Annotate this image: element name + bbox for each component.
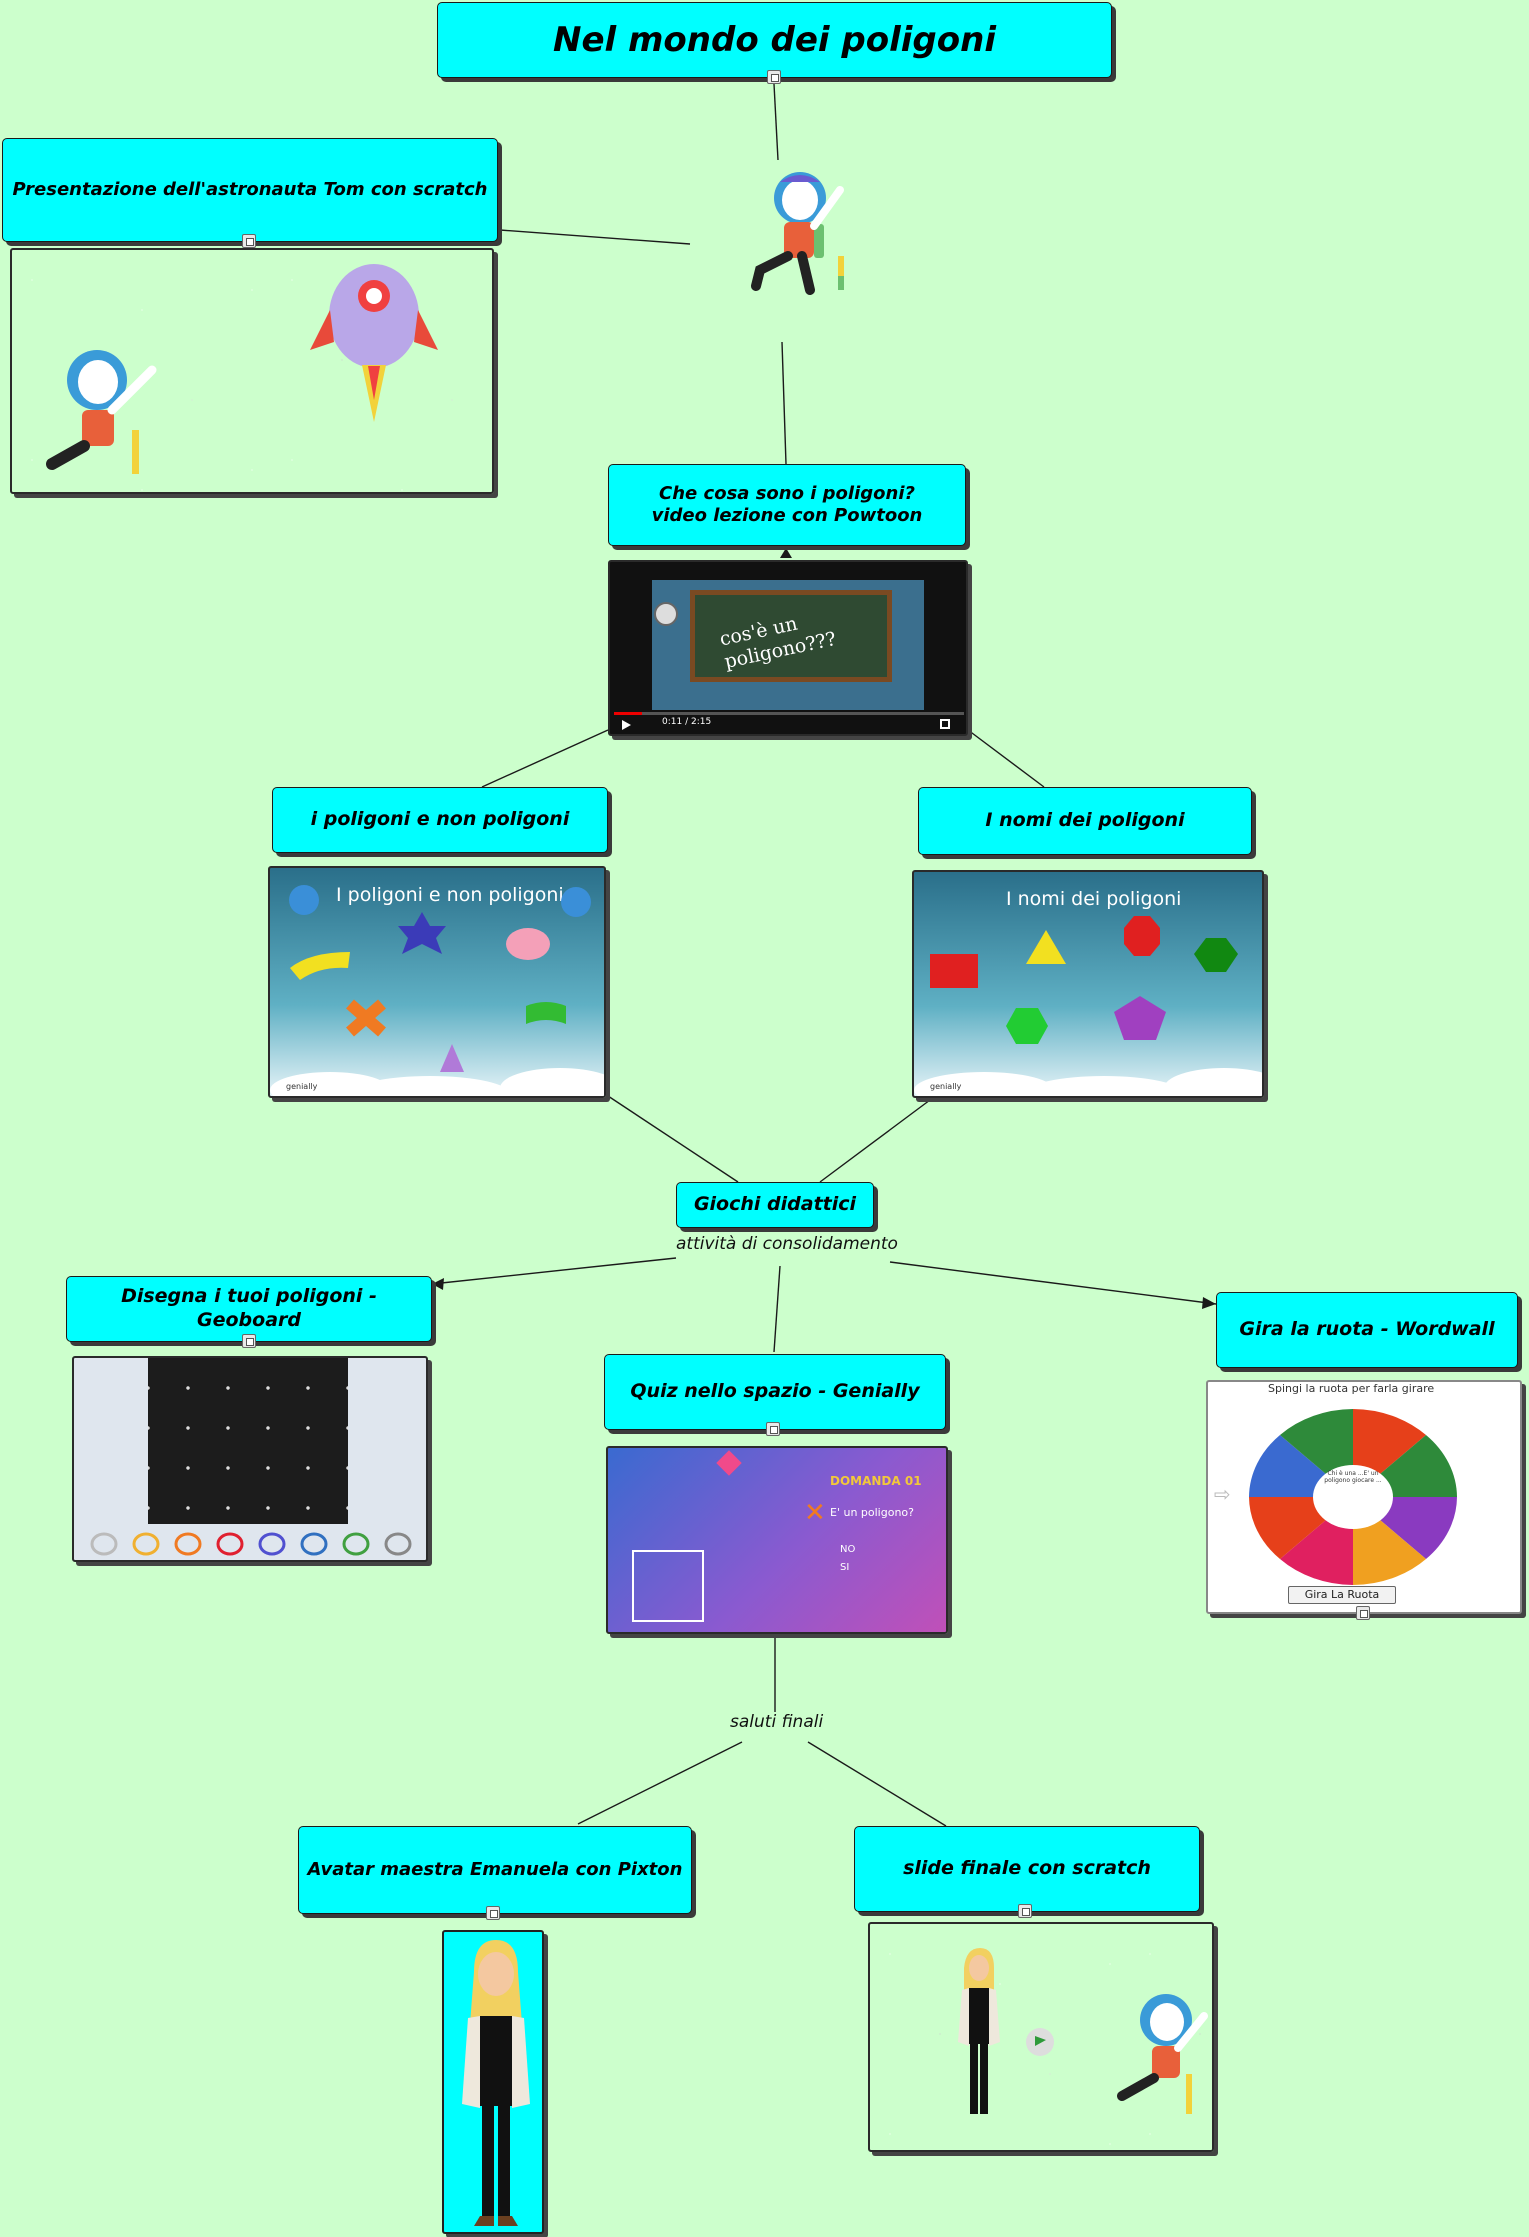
rubber-bands	[90, 1532, 412, 1556]
attachment-icon[interactable]	[242, 1334, 256, 1348]
link-title-astronaut	[773, 83, 779, 161]
video-time: 0:11 / 2:15	[662, 717, 712, 727]
teacher-avatar	[462, 1940, 530, 2226]
geoboard-pegboard	[148, 1358, 348, 1524]
node-geoboard[interactable]: Disegna i tuoi poligoni - Geoboard	[66, 1276, 432, 1342]
chalkboard: cos'è un poligono???	[690, 590, 892, 682]
final-slide-scene	[958, 1948, 1208, 2114]
genially-brand: genially	[930, 1082, 962, 1091]
diamond-icon	[716, 1450, 742, 1476]
genially-title: I nomi dei poligoni	[1006, 888, 1182, 910]
attachment-icon[interactable]	[766, 1422, 780, 1436]
wordwall-wheel-thumbnail[interactable]: Spingi la ruota per farla girare Chi è u…	[1206, 1380, 1522, 1614]
link-label-saluti: saluti finali	[726, 1712, 828, 1732]
node-quiz[interactable]: Quiz nello spazio - Genially	[604, 1354, 946, 1430]
astronaut-tom-image	[751, 172, 844, 295]
node-ruota[interactable]: Gira la ruota - Wordwall	[1216, 1292, 1518, 1368]
wheel-header: Spingi la ruota per farla girare	[1268, 1382, 1435, 1395]
link-giochi-ruota	[889, 1261, 1217, 1305]
link-astronaut-checosa	[781, 341, 787, 465]
node-nomi-poligoni[interactable]: I nomi dei poligoni	[918, 787, 1252, 855]
link-presentazione-astronaut	[499, 229, 691, 245]
quiz-option-si[interactable]: SI	[840, 1562, 850, 1573]
link-video-poligoni	[481, 729, 609, 788]
link-poligoni-giochi	[604, 1093, 739, 1183]
attachment-icon[interactable]	[1018, 1904, 1032, 1918]
chalkboard-frame: cos'è un poligono???	[652, 580, 924, 710]
fullscreen-icon[interactable]	[940, 719, 950, 729]
node-che-cosa-sono[interactable]: Che cosa sono i poligoni? video lezione …	[608, 464, 966, 546]
play-icon[interactable]	[622, 720, 631, 730]
spin-wheel-button[interactable]: Gira La Ruota	[1288, 1586, 1396, 1604]
node-presentazione[interactable]: Presentazione dell'astronauta Tom con sc…	[2, 138, 498, 242]
link-giochi-geoboard	[431, 1257, 677, 1285]
link-saluti-avatar	[577, 1741, 743, 1825]
node-avatar[interactable]: Avatar maestra Emanuela con Pixton	[298, 1826, 692, 1914]
scratch-presentation-thumbnail[interactable]	[10, 248, 494, 494]
arrowhead-checosa	[780, 548, 792, 558]
geoboard-thumbnail[interactable]	[72, 1356, 428, 1562]
node-slide-finale[interactable]: slide finale con scratch	[854, 1826, 1200, 1912]
map-title[interactable]: Nel mondo dei poligoni	[437, 2, 1112, 78]
genially-nomi-thumbnail[interactable]: I nomi dei poligoni genially	[912, 870, 1264, 1098]
quiz-option-no[interactable]: NO	[840, 1544, 856, 1555]
genially-title: I poligoni e non poligoni	[336, 884, 564, 906]
pixton-avatar-thumbnail[interactable]	[442, 1930, 544, 2234]
quiz-question: E' un poligono?	[830, 1506, 914, 1519]
node-poligoni-e-non[interactable]: i poligoni e non poligoni	[272, 787, 608, 853]
attachment-icon[interactable]	[486, 1906, 500, 1920]
link-label-consolidamento: attività di consolidamento	[672, 1234, 902, 1254]
poligoni-shapes	[270, 885, 604, 1096]
chalkboard-text: cos'è un poligono???	[717, 612, 839, 673]
clock-icon	[654, 602, 678, 626]
attachment-icon[interactable]	[1356, 1606, 1370, 1620]
genially-brand: genially	[286, 1082, 318, 1091]
quiz-thumbnail[interactable]: DOMANDA 01 ✕ E' un poligono? NO SI	[606, 1446, 948, 1634]
arrowhead-ruota	[1202, 1297, 1216, 1309]
link-saluti-slide	[807, 1741, 947, 1827]
wheel-center-text: Chi è una ...E' un poligono giocare ...	[1324, 1470, 1382, 1485]
scratch-final-slide-thumbnail[interactable]	[868, 1922, 1214, 2152]
genially-poligoni-thumbnail[interactable]: I poligoni e non poligoni genially	[268, 866, 606, 1098]
link-video-nomi	[967, 729, 1045, 788]
link-giochi-quiz	[773, 1265, 781, 1353]
link-nomi-giochi	[819, 1099, 931, 1183]
arrowhead-geoboard	[432, 1278, 444, 1290]
quiz-domanda: DOMANDA 01	[830, 1474, 922, 1488]
cross-icon: ✕	[804, 1498, 826, 1528]
attachment-icon[interactable]	[242, 234, 256, 248]
node-giochi-didattici[interactable]: Giochi didattici	[676, 1182, 874, 1228]
nomi-shapes	[914, 916, 1262, 1096]
astronaut-rocket-scene	[46, 264, 438, 474]
rocket-frame	[632, 1550, 704, 1622]
video-progress-bar[interactable]	[614, 712, 964, 715]
arrow-right-icon: ⇨	[1214, 1482, 1231, 1506]
attachment-icon[interactable]	[767, 70, 781, 84]
powtoon-video-thumbnail[interactable]: cos'è un poligono??? 0:11 / 2:15	[608, 560, 968, 736]
spin-wheel	[1249, 1409, 1457, 1585]
